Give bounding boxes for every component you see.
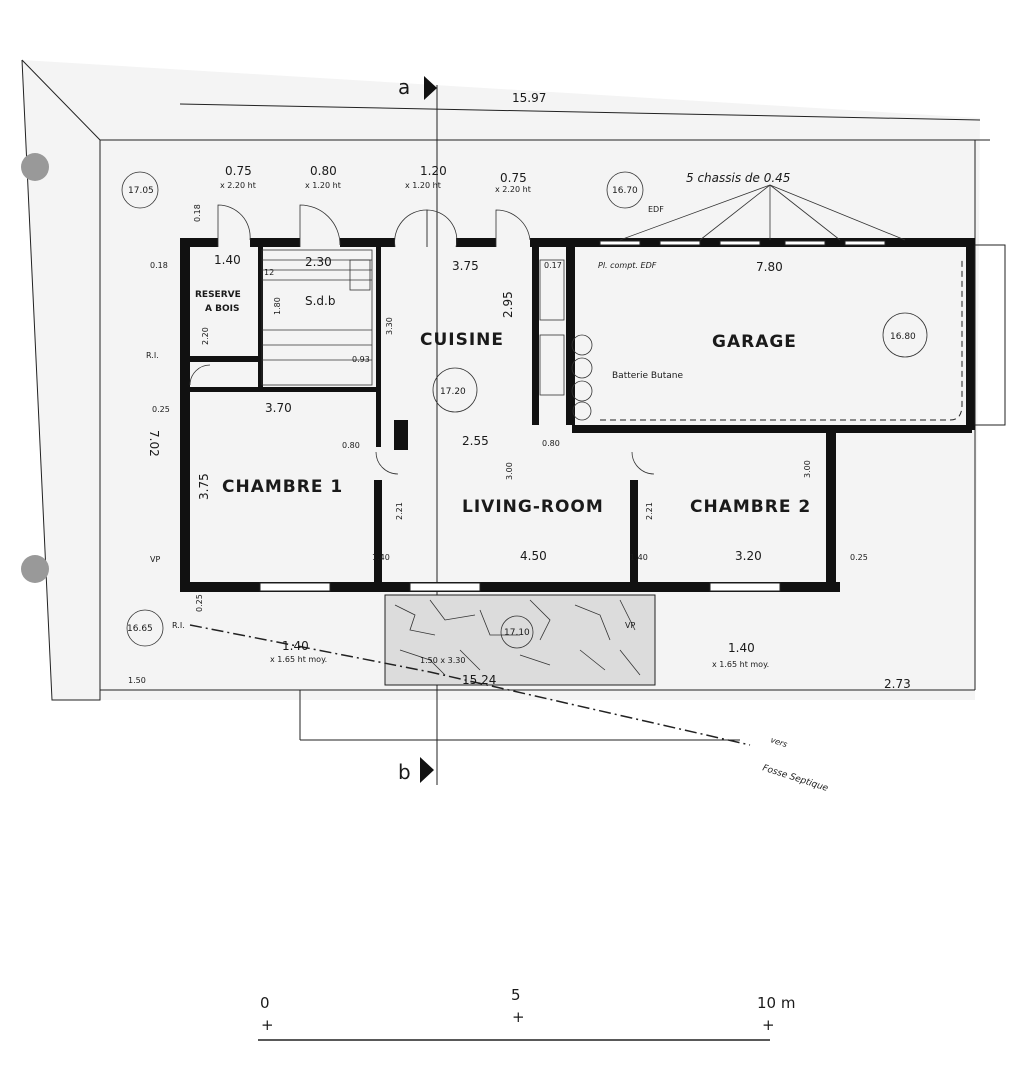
level-sw: 16.65	[127, 624, 153, 634]
dim-overall-top: 15.97	[512, 91, 546, 105]
room-cuisine: CUISINE	[420, 330, 504, 350]
label-vp2: VP	[625, 621, 635, 630]
room-chambre2: CHAMBRE 2	[690, 497, 811, 517]
label-ri2: R.I.	[172, 621, 185, 630]
dim-edf: EDF	[648, 205, 664, 214]
gas-bottles	[571, 334, 593, 421]
dim-bottom-left: 1.50	[128, 676, 146, 685]
scale-tick-0: +	[261, 1016, 274, 1034]
dim-d221b: 2.21	[645, 502, 654, 520]
door-swings	[189, 204, 655, 475]
dim-d221a: 2.21	[395, 502, 404, 520]
dim-w075b-h: x 2.20 ht	[495, 185, 531, 194]
level-garage: 16.80	[890, 332, 916, 342]
label-fosse: Fosse Septique	[761, 763, 830, 794]
dim-w140a: 1.40	[282, 639, 309, 653]
dim-d018a: 0.18	[150, 261, 168, 270]
dim-d012: 12	[264, 268, 274, 277]
dim-bottom-total: 15.24	[462, 673, 496, 687]
dim-ch2-h: 3.00	[803, 460, 812, 478]
room-chambre1: CHAMBRE 1	[222, 477, 343, 497]
scale-label-5: 5	[511, 986, 521, 1004]
dim-garage-w: 7.80	[756, 260, 783, 274]
scale-tick-5: +	[512, 1008, 525, 1026]
terrace-paving	[384, 594, 656, 686]
window-openings	[259, 240, 886, 592]
dim-w080-h: x 1.20 ht	[305, 181, 341, 190]
label-vers: vers	[769, 735, 788, 749]
dim-sdb-w: 2.30	[305, 255, 332, 269]
dim-w075a-h: x 2.20 ht	[220, 181, 256, 190]
scale-label-10: 10 m	[757, 994, 795, 1012]
dim-w120: 1.20	[420, 164, 447, 178]
dim-d080a: 0.80	[342, 441, 360, 450]
dim-d140a: 1.40	[372, 553, 390, 562]
dim-w080: 0.80	[310, 164, 337, 178]
section-label-a: a	[398, 75, 410, 99]
dim-bottom-right: 2.73	[884, 677, 911, 691]
dim-living-w: 4.50	[520, 549, 547, 563]
dim-living-top: 2.55	[462, 434, 489, 448]
dim-w075b: 0.75	[500, 171, 527, 185]
scale-label-0: 0	[260, 994, 270, 1012]
level-nw: 17.05	[128, 186, 154, 196]
dim-d025b: 0.25	[850, 553, 868, 562]
dim-sdb-side: 1.80	[273, 297, 282, 315]
section-label-b: b	[398, 760, 411, 784]
dim-kitchen-w: 3.75	[452, 259, 479, 273]
room-sdb: S.d.b	[305, 294, 335, 308]
dim-compteur: Pl. compt. EDF	[598, 261, 657, 270]
dim-kitchen-h: 2.95	[501, 291, 515, 318]
dim-d025a: 0.25	[152, 405, 170, 414]
punch-hole-bottom	[21, 555, 49, 583]
room-reserve-line2: A BOIS	[205, 304, 239, 314]
scale-bar: 0 5 10 m + + +	[258, 986, 795, 1041]
level-terrace: 17.10	[504, 628, 530, 638]
room-garage: GARAGE	[712, 332, 797, 352]
dim-w140b-h: x 1.65 ht moy.	[712, 660, 769, 669]
level-markers	[121, 171, 928, 649]
label-vp1: VP	[150, 555, 160, 564]
dim-ch1-h: 3.75	[197, 473, 211, 500]
dim-d018b: 0.18	[193, 204, 202, 222]
room-reserve-line1: RESERVE	[195, 290, 241, 300]
scale-tick-10: +	[762, 1016, 775, 1034]
room-living: LIVING-ROOM	[462, 497, 604, 517]
level-ne: 16.70	[612, 186, 638, 196]
dim-batterie: Batterie Butane	[612, 371, 684, 381]
dim-d025c: 0.25	[195, 594, 204, 612]
dim-w120-h: x 1.20 ht	[405, 181, 441, 190]
dim-reserve-h: 2.20	[201, 327, 210, 345]
section-axis: a b	[398, 75, 438, 785]
dim-d140b: 1.40	[630, 553, 648, 562]
dim-total-h: 7.02	[147, 430, 161, 457]
site-outline	[21, 59, 990, 741]
dim-d017: 0.17	[544, 261, 562, 270]
dim-reserve-w: 1.40	[214, 253, 241, 267]
label-ri1: R.I.	[146, 351, 159, 360]
dim-chassis: 5 chassis de 0.45	[686, 171, 790, 185]
dim-living-h: 3.00	[505, 462, 514, 480]
punch-hole-top	[21, 153, 49, 181]
dim-w075a: 0.75	[225, 164, 252, 178]
dim-d080b: 0.80	[542, 439, 560, 448]
stairs	[261, 249, 565, 396]
dim-w140a-h: x 1.65 ht moy.	[270, 655, 327, 664]
level-kitchen: 17.20	[440, 387, 466, 397]
dim-ch2-w: 3.20	[735, 549, 762, 563]
dim-w140b: 1.40	[728, 641, 755, 655]
chassis-arrows	[619, 184, 906, 241]
dim-ch1-w: 3.70	[265, 401, 292, 415]
dim-porch: 1.50 x 3.30	[420, 656, 465, 665]
dim-sdb-h: 3.30	[385, 317, 394, 335]
dim-d093: 0.93	[352, 355, 370, 364]
